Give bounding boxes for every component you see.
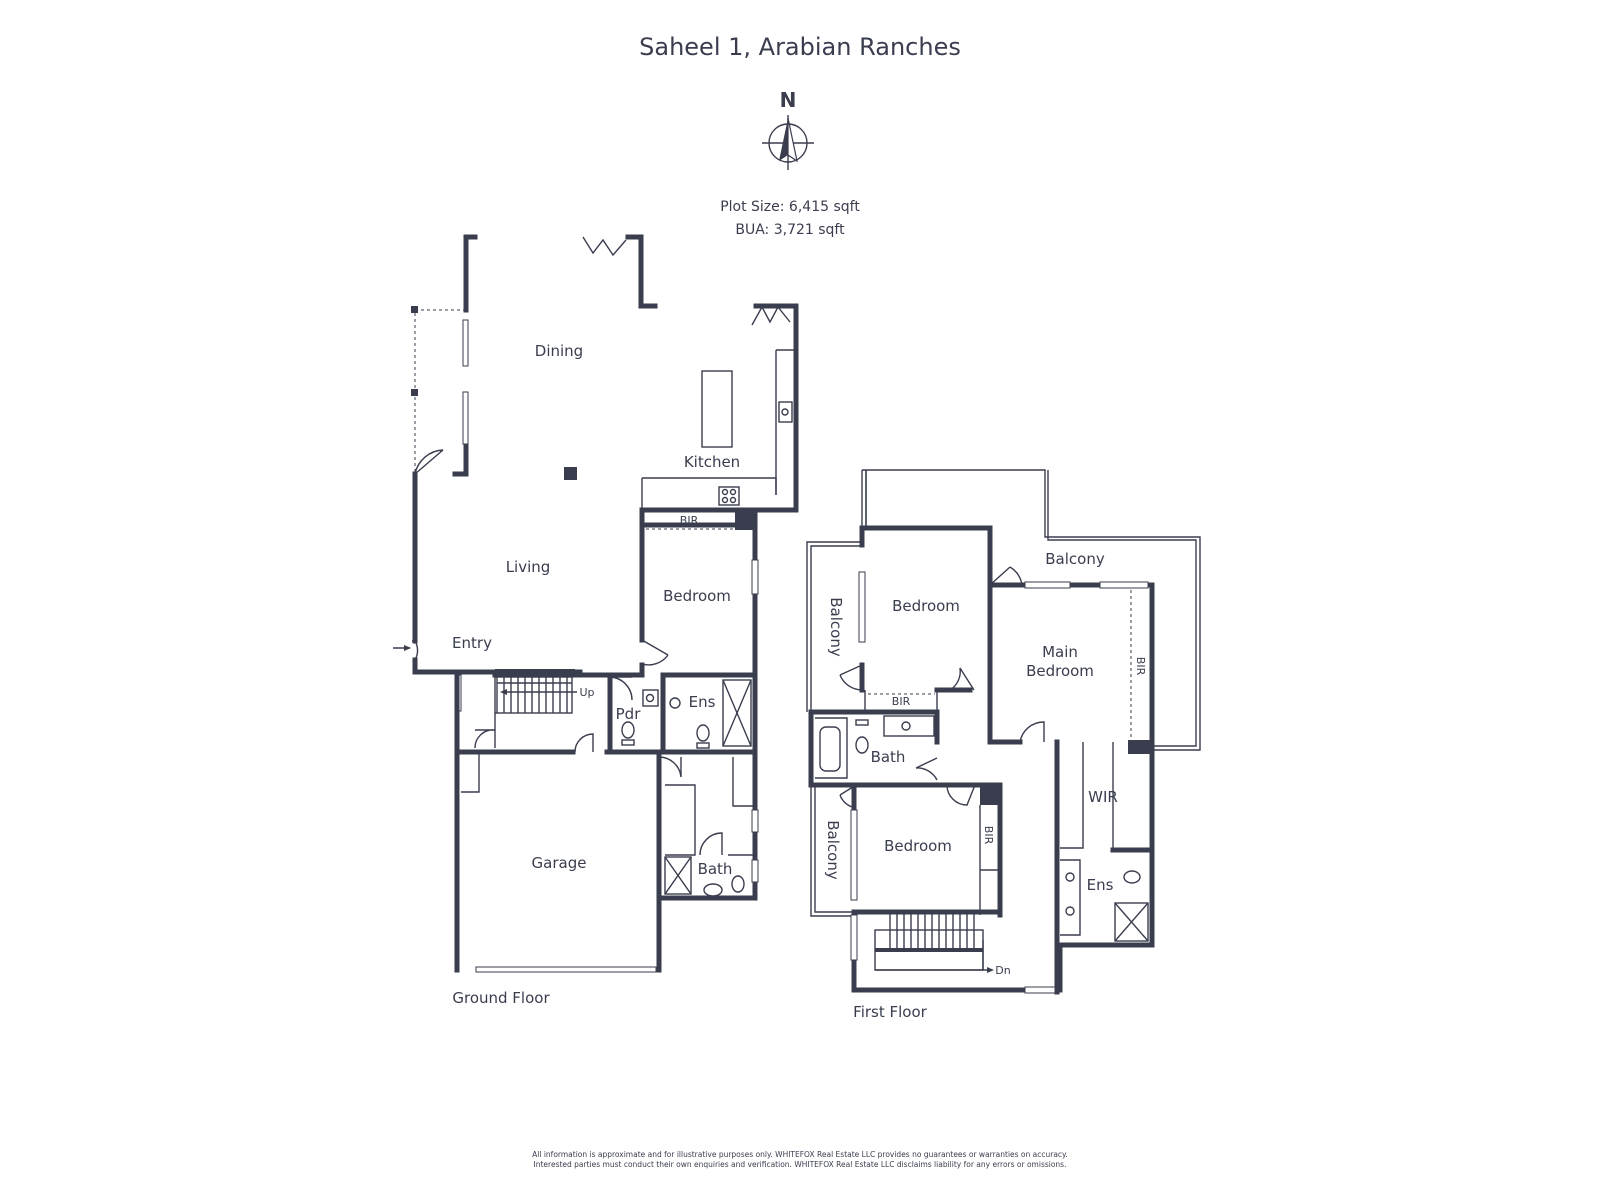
room-main-bedroom-line2: Bedroom: [1026, 662, 1094, 680]
room-bedroom-bottom: Bedroom: [884, 837, 952, 855]
room-kitchen: Kitchen: [684, 453, 740, 471]
disclaimer-line2: Interested parties must conduct their ow…: [533, 1160, 1067, 1169]
room-wir: WIR: [1088, 788, 1118, 806]
ground-floor-plan: Dining Kitchen Living BIR Bedroom Entry …: [393, 234, 799, 1007]
plot-size: Plot Size: 6,415 sqft: [720, 199, 860, 215]
room-bedroom-top: Bedroom: [892, 597, 960, 615]
room-dining: Dining: [535, 342, 583, 360]
bua: BUA: 3,721 sqft: [735, 222, 845, 238]
room-bedroom: Bedroom: [663, 587, 731, 605]
room-bir-main: BIR: [1134, 657, 1147, 676]
room-garage: Garage: [532, 854, 587, 872]
stair-dn: Dn: [995, 964, 1010, 977]
room-balcony-left: Balcony: [827, 597, 845, 657]
room-ens: Ens: [689, 693, 716, 711]
room-bir: BIR: [680, 514, 699, 527]
room-bath-first: Bath: [871, 748, 906, 766]
room-main-bedroom-line1: Main: [1042, 643, 1078, 661]
room-pdr: Pdr: [616, 705, 642, 723]
room-bir-mid: BIR: [892, 695, 911, 708]
first-floor-plan: Balcony Bedroom Balcony Main Bedroom BIR…: [806, 469, 1201, 1021]
first-floor-label: First Floor: [853, 1003, 927, 1021]
disclaimer-line1: All information is approximate and for i…: [532, 1150, 1068, 1159]
plan-title: Saheel 1, Arabian Ranches: [639, 33, 961, 61]
room-ens-first: Ens: [1087, 876, 1114, 894]
room-bath: Bath: [698, 860, 733, 878]
room-balcony-top: Balcony: [1045, 550, 1105, 568]
north-arrow-icon: N: [762, 88, 814, 170]
room-balcony-bottom: Balcony: [824, 820, 842, 880]
stair-up: Up: [579, 686, 594, 699]
compass-letter: N: [780, 88, 797, 112]
room-entry: Entry: [452, 634, 492, 652]
room-living: Living: [506, 558, 551, 576]
ground-floor-label: Ground Floor: [452, 989, 550, 1007]
room-bir-bottom: BIR: [982, 826, 995, 845]
disclaimer: All information is approximate and for i…: [0, 1150, 1600, 1170]
